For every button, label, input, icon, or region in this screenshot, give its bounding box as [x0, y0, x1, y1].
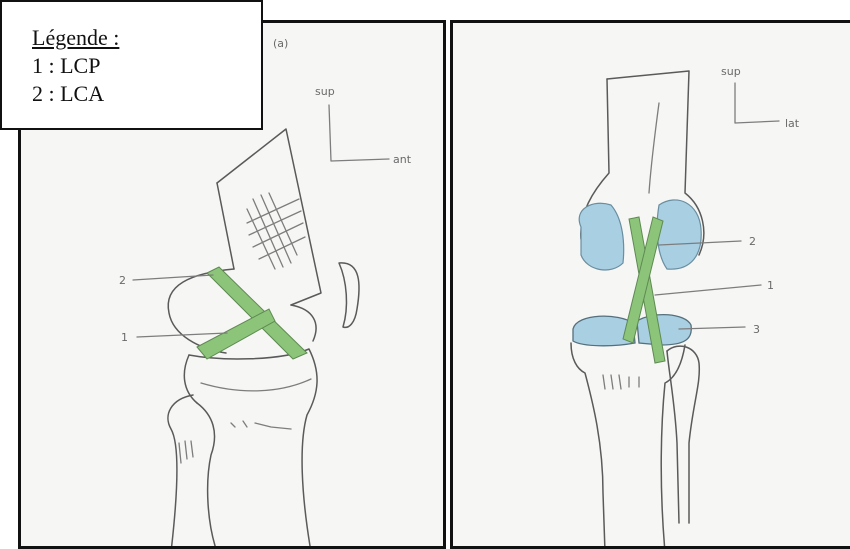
leader-label-1-right: 1	[767, 279, 774, 292]
tibia-frontal	[571, 343, 685, 549]
legend-box: Légende : 1 : LCP 2 : LCA	[0, 0, 263, 130]
lateral-meniscus	[637, 315, 691, 345]
femur	[168, 129, 321, 353]
axis-sup-label: sup	[315, 85, 335, 98]
legend-title: Légende :	[32, 24, 261, 52]
frontal-knee-drawing: sup lat	[453, 23, 850, 549]
axis-sup-label-right: sup	[721, 65, 741, 78]
patella	[339, 263, 359, 327]
orientation-axes-right: sup lat	[721, 65, 800, 130]
corner-label: (a)	[273, 37, 288, 50]
axis-ant-label: ant	[393, 153, 412, 166]
tibia	[184, 349, 317, 549]
axis-lat-label: lat	[785, 117, 800, 130]
leader-label-3-right: 3	[753, 323, 760, 336]
orientation-axes-left: sup ant	[315, 85, 412, 166]
femur-hatching	[247, 193, 305, 269]
right-diagram-panel: sup lat	[450, 20, 850, 549]
leader-lines-left: 2 1	[119, 274, 227, 344]
legend-item-2: 2 : LCA	[32, 80, 261, 108]
legend-item-1: 1 : LCP	[32, 52, 261, 80]
medial-condyle-cartilage	[579, 203, 623, 270]
ligaments-left	[197, 267, 307, 359]
fibula-frontal	[667, 346, 699, 523]
leader-label-2: 2	[119, 274, 126, 287]
lateral-condyle-cartilage	[657, 200, 701, 269]
leader-label-2-right: 2	[749, 235, 756, 248]
fibula	[168, 395, 217, 549]
leader-label-1: 1	[121, 331, 128, 344]
